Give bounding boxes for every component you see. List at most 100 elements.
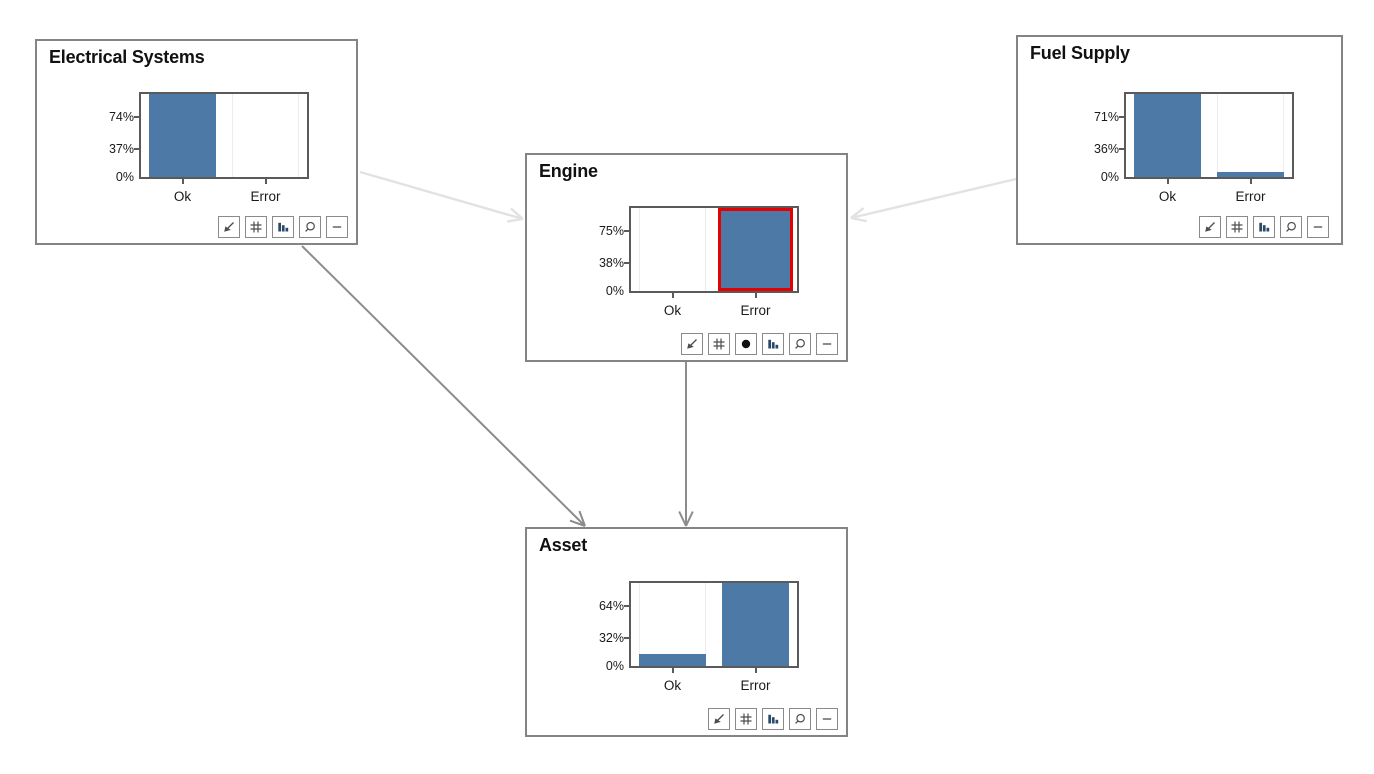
state-label-error: Error [740, 303, 771, 318]
y-tick-label: 74% [108, 110, 134, 124]
state-cell-error[interactable] [1209, 94, 1292, 177]
x-tick-mark [1250, 179, 1252, 184]
node-toolbar [218, 216, 348, 238]
x-tick-mark [672, 293, 674, 298]
state-cell-ok[interactable] [141, 94, 224, 177]
minus-icon [1311, 220, 1325, 234]
remove-button[interactable] [326, 216, 348, 238]
collapse-button[interactable] [1199, 216, 1221, 238]
state-cell-error[interactable] [224, 94, 307, 177]
zoom-button[interactable] [789, 333, 811, 355]
node-title: Fuel Supply [1030, 43, 1130, 63]
x-tick-mark [755, 293, 757, 298]
y-tick-label: 37% [108, 142, 134, 156]
grid-icon [712, 337, 726, 351]
node-toolbar [708, 708, 838, 730]
table-button[interactable] [735, 708, 757, 730]
probability-bar-ok[interactable] [1134, 94, 1201, 177]
collapse-button[interactable] [218, 216, 240, 238]
remove-button[interactable] [816, 333, 838, 355]
minus-icon [820, 337, 834, 351]
probability-bar-ok[interactable] [639, 653, 706, 666]
arrow-down-left-icon [712, 712, 726, 726]
state-cell-ok[interactable] [631, 583, 714, 666]
edge-fuel-to-engine [850, 177, 1017, 223]
chart-button[interactable] [762, 708, 784, 730]
state-cell-error[interactable] [714, 208, 797, 291]
arrow-down-left-icon [685, 337, 699, 351]
node-fuel-supply[interactable]: Fuel Supply 71% 36% 0% Ok Error [1016, 35, 1343, 245]
zoom-button[interactable] [299, 216, 321, 238]
state-cell-ok[interactable] [631, 208, 714, 291]
node-toolbar [681, 333, 838, 355]
probability-chart: 64% 32% 0% Ok Error [599, 581, 799, 693]
state-label-error: Error [250, 189, 281, 204]
y-tick-mark [624, 605, 629, 607]
y-tick-label: 75% [598, 224, 624, 238]
evidence-button[interactable] [735, 333, 757, 355]
node-title: Electrical Systems [49, 47, 205, 67]
state-cell-ok[interactable] [1126, 94, 1209, 177]
node-asset[interactable]: Asset 64% 32% 0% Ok Error [525, 527, 848, 737]
chart-button[interactable] [272, 216, 294, 238]
state-label-ok: Ok [663, 303, 682, 318]
y-tick-label: 36% [1093, 142, 1119, 156]
magnifier-icon [303, 220, 317, 234]
y-tick-mark [624, 637, 629, 639]
node-title: Engine [539, 161, 598, 181]
edge-electrical-to-asset [301, 245, 586, 527]
table-button[interactable] [708, 333, 730, 355]
table-button[interactable] [245, 216, 267, 238]
zoom-button[interactable] [789, 708, 811, 730]
x-tick-mark [755, 668, 757, 673]
y-tick-mark [624, 262, 629, 264]
state-label-ok: Ok [663, 678, 682, 693]
zoom-button[interactable] [1280, 216, 1302, 238]
remove-button[interactable] [1307, 216, 1329, 238]
y-tick-label: 0% [605, 659, 624, 673]
magnifier-icon [793, 337, 807, 351]
edge-engine-to-asset [678, 362, 694, 527]
minus-icon [820, 712, 834, 726]
chart-button[interactable] [1253, 216, 1275, 238]
grid-icon [739, 712, 753, 726]
node-electrical-systems[interactable]: Electrical Systems 74% 37% 0% Ok Error [35, 39, 358, 245]
y-tick-label: 0% [115, 170, 134, 184]
x-tick-mark [265, 179, 267, 184]
probability-bar-error-evidence[interactable] [718, 208, 793, 291]
probability-bar-error[interactable] [1217, 172, 1284, 177]
y-tick-mark [134, 116, 139, 118]
state-cell-error[interactable] [714, 583, 797, 666]
x-tick-mark [1167, 179, 1169, 184]
grid-icon [1230, 220, 1244, 234]
probability-chart: 74% 37% 0% Ok Error [109, 92, 309, 204]
node-engine[interactable]: Engine 75% 38% 0% Ok Error [525, 153, 848, 362]
y-tick-mark [624, 230, 629, 232]
remove-button[interactable] [816, 708, 838, 730]
state-label-ok: Ok [1158, 189, 1177, 204]
y-tick-label: 0% [1100, 170, 1119, 184]
minus-icon [330, 220, 344, 234]
chart-button[interactable] [762, 333, 784, 355]
y-tick-label: 71% [1093, 110, 1119, 124]
node-title: Asset [539, 535, 588, 555]
y-tick-mark [134, 148, 139, 150]
bar-chart-icon [276, 220, 290, 234]
y-tick-label: 38% [598, 256, 624, 270]
arrow-down-left-icon [1203, 220, 1217, 234]
collapse-button[interactable] [681, 333, 703, 355]
probability-bar-error[interactable] [722, 583, 789, 666]
collapse-button[interactable] [708, 708, 730, 730]
y-tick-label: 64% [598, 599, 624, 613]
state-label-error: Error [1235, 189, 1266, 204]
x-tick-mark [182, 179, 184, 184]
state-label-error: Error [740, 678, 771, 693]
probability-bar-ok[interactable] [149, 94, 216, 177]
y-tick-label: 32% [598, 631, 624, 645]
x-tick-mark [672, 668, 674, 673]
bar-chart-icon [766, 712, 780, 726]
arrow-down-left-icon [222, 220, 236, 234]
table-button[interactable] [1226, 216, 1248, 238]
